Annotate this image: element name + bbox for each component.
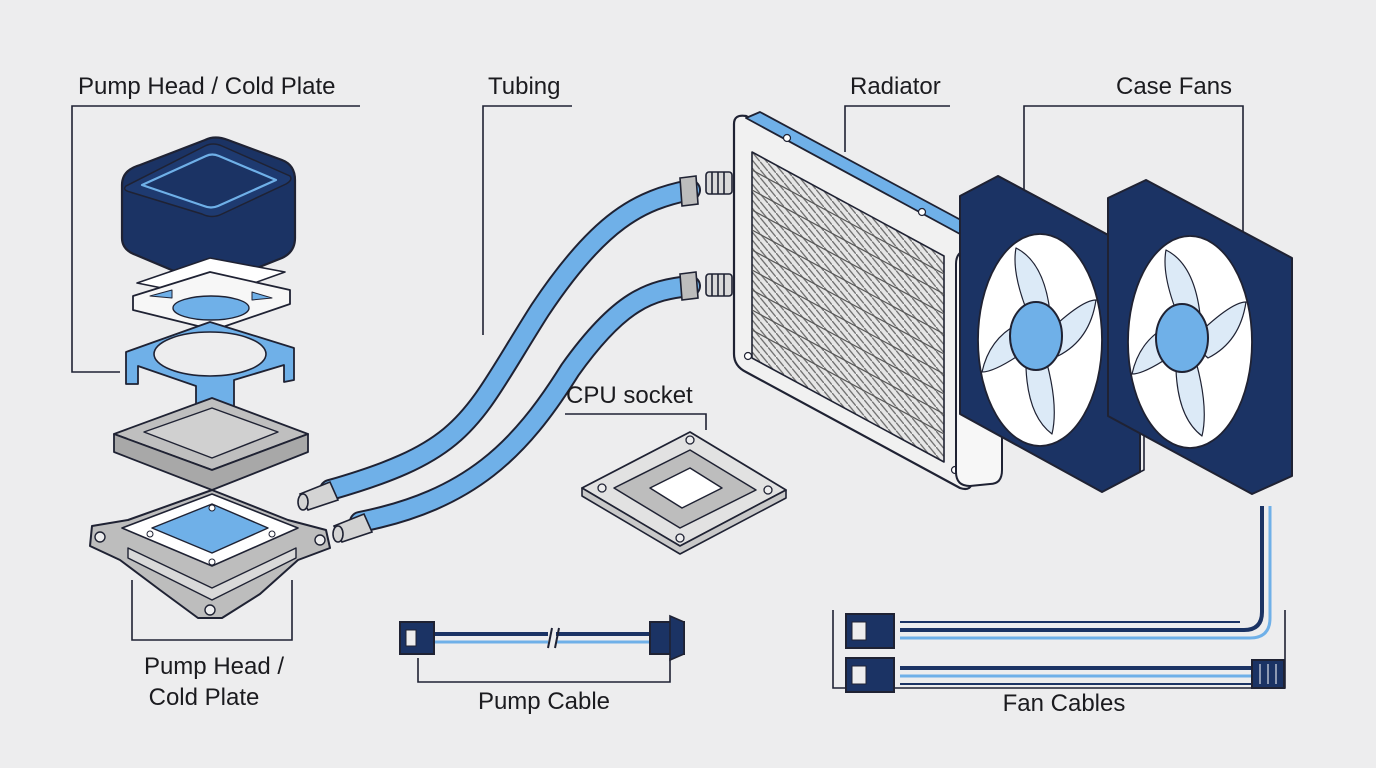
leader-pump-cable	[417, 658, 671, 683]
leader-radiator	[844, 105, 950, 152]
radiator-part	[732, 111, 1003, 491]
pump-cable-connector-left	[399, 621, 435, 655]
pump-bracket	[125, 321, 295, 426]
label-case-fans: Case Fans	[1116, 73, 1233, 100]
label-pump-head-bottom-line2: Cold Plate	[148, 684, 260, 711]
tube-fittings-right	[679, 171, 733, 301]
fan-cables-part	[845, 506, 1285, 693]
pump-frame	[132, 271, 291, 331]
fan-2	[1107, 179, 1293, 495]
label-tubing: Tubing	[488, 73, 561, 100]
pump-cap	[120, 136, 297, 286]
leader-cpu-socket	[565, 413, 707, 430]
leader-fan-cables	[832, 610, 1286, 689]
cold-plate-base	[89, 489, 331, 619]
fan-1	[959, 175, 1145, 493]
leader-pump-head-top	[71, 105, 360, 373]
tube-fittings-left	[297, 480, 374, 543]
leader-pump-head-bottom	[131, 580, 293, 641]
tubing	[297, 171, 733, 543]
label-cpu-socket: CPU socket	[566, 382, 693, 409]
pump-ihs-plate	[113, 397, 309, 491]
label-radiator: Radiator	[850, 73, 941, 100]
leader-case-fans	[1023, 105, 1244, 235]
label-pump-head-top: Pump Head / Cold Plate	[78, 73, 336, 100]
leader-lines	[71, 105, 1286, 689]
pump-head-assembly	[89, 136, 331, 619]
pump-cable-part	[399, 614, 685, 662]
label-pump-head-bottom-line1: Pump Head /	[143, 653, 285, 680]
label-pump-cable: Pump Cable	[477, 688, 611, 715]
cpu-socket-part	[581, 431, 787, 555]
leader-tubing	[482, 105, 572, 335]
radiator-fin-rows	[751, 169, 945, 435]
label-fan-cables: Fan Cables	[1002, 690, 1126, 717]
